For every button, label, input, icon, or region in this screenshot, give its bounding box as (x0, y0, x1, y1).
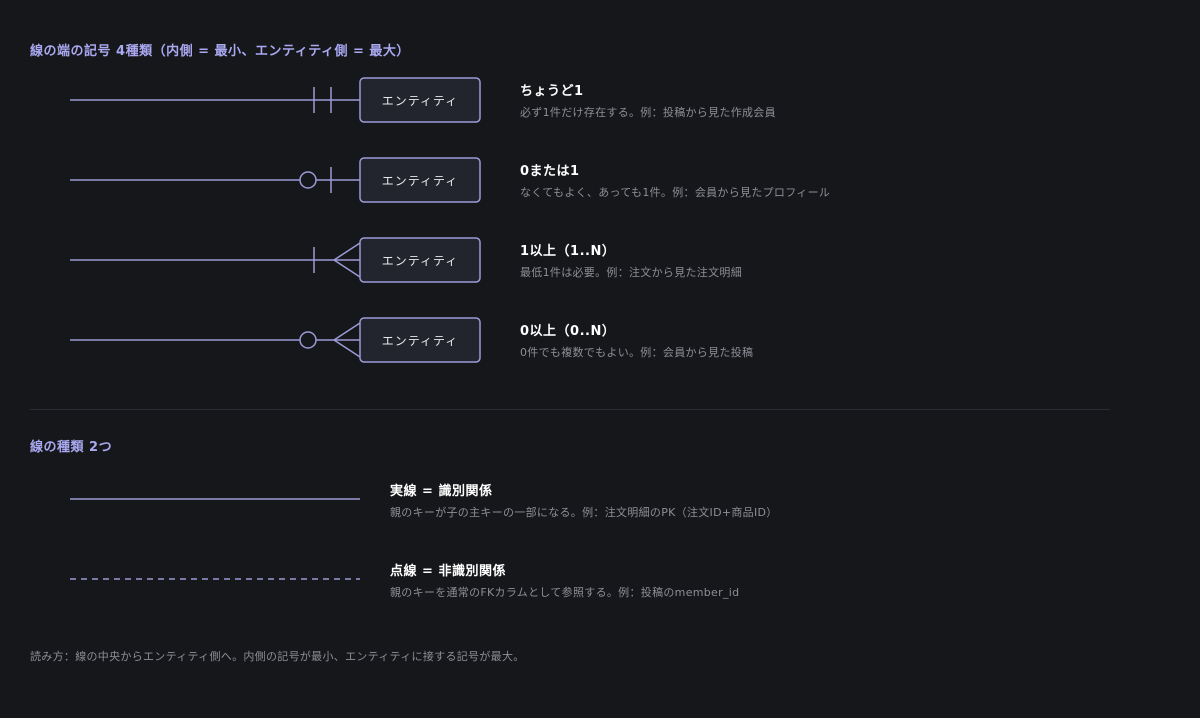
section-divider (30, 409, 1110, 410)
row-title-one-and-only-one: ちょうど1 (520, 84, 584, 99)
row-title-solid-line: 実線 = 識別関係 (390, 484, 493, 499)
crow-foot-upper (333, 242, 361, 261)
crow-foot-lower (333, 259, 361, 278)
row-title-dashed-line: 点線 = 非識別関係 (390, 564, 506, 579)
entity-label: エンティティ (382, 174, 459, 188)
entity-box (359, 157, 481, 203)
crow-foot-lower (333, 339, 361, 358)
row-desc-one-and-only-one: 必ず1件だけ存在する。例：投稿から見た作成会員 (520, 106, 776, 119)
crow-foot-upper (333, 322, 361, 341)
reading-footnote: 読み方：線の中央からエンティティ側へ。内側の記号が最小、エンティティに接する記号… (30, 650, 525, 663)
entity-box (359, 77, 481, 123)
row-title-zero-or-one: 0または1 (520, 164, 580, 179)
row-desc-solid-line: 親のキーが子の主キーの一部になる。例：注文明細のPK（注文ID+商品ID） (390, 506, 778, 519)
symbol-one-or-many: エンティティ (70, 237, 481, 283)
row-desc-one-or-many: 最低1件は必要。例：注文から見た注文明細 (520, 266, 742, 279)
row-title-zero-or-many: 0以上（0..N） (520, 324, 616, 339)
row-desc-dashed-line: 親のキーを通常のFKカラムとして参照する。例：投稿のmember_id (390, 586, 740, 599)
zero-circle (299, 331, 317, 349)
ends-section-title: 線の端の記号 4種類（内側 = 最小、エンティティ側 = 最大） (30, 44, 410, 59)
entity-box (359, 237, 481, 283)
symbol-one-and-only-one: エンティティ (70, 77, 481, 123)
row-desc-zero-or-one: なくてもよく、あっても1件。例：会員から見たプロフィール (520, 186, 831, 199)
row-desc-zero-or-many: 0件でも複数でもよい。例：会員から見た投稿 (520, 346, 754, 359)
symbol-zero-or-many: エンティティ (70, 317, 481, 363)
row-title-one-or-many: 1以上（1..N） (520, 244, 616, 259)
lines-section-title: 線の種類 2つ (30, 440, 113, 455)
entity-box (359, 317, 481, 363)
zero-circle (299, 171, 317, 189)
entity-label: エンティティ (382, 94, 459, 108)
entity-label: エンティティ (382, 334, 459, 348)
entity-label: エンティティ (382, 254, 459, 268)
symbol-zero-or-one: エンティティ (70, 157, 481, 203)
